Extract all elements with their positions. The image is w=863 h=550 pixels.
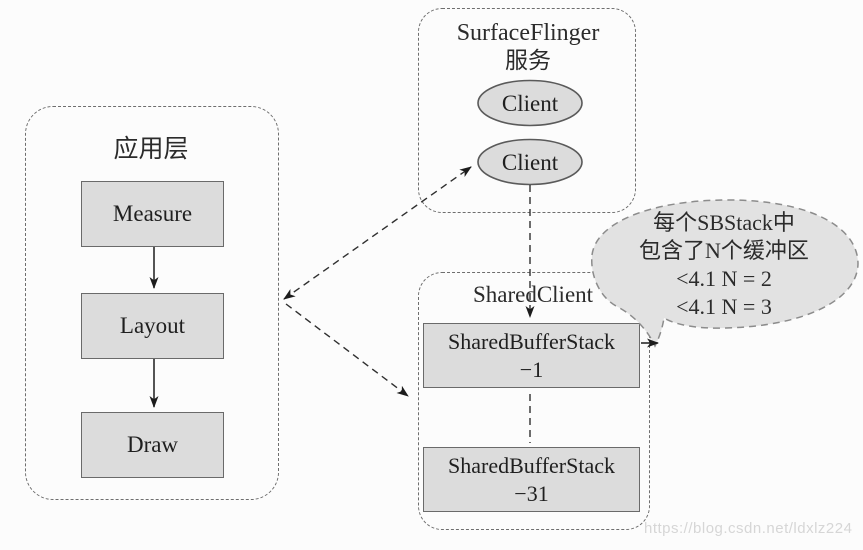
surfaceflinger-title: SurfaceFlinger 服务	[428, 19, 628, 75]
sbs2-line2: −31	[514, 481, 549, 506]
watermark-url: https://blog.csdn.net/ldxlz224	[644, 520, 853, 537]
sbs1-line1: SharedBufferStack	[448, 329, 615, 354]
client-label-2: Client	[501, 149, 559, 175]
surfaceflinger-title-line2: 服务	[505, 48, 551, 73]
surfaceflinger-group	[418, 8, 636, 213]
client-label-1: Client	[501, 90, 559, 116]
node-measure: Measure	[81, 181, 224, 247]
app-layer-group	[25, 106, 279, 500]
node-sharedbufferstack-1: SharedBufferStack −1	[423, 323, 640, 388]
callout-line1: 每个SBStack中	[653, 210, 795, 235]
app-layer-title: 应用层	[113, 136, 189, 163]
node-draw: Draw	[81, 412, 224, 478]
arrow-applayer-sharedclient	[285, 303, 409, 397]
callout-line4: <4.1 N = 3	[676, 294, 772, 319]
sbs2-line1: SharedBufferStack	[448, 453, 615, 478]
sbs1-line2: −1	[519, 357, 544, 382]
sharedclient-group	[418, 272, 650, 530]
callout-text: 每个SBStack中 包含了N个缓冲区 <4.1 N = 2 <4.1 N = …	[598, 209, 850, 321]
node-layout: Layout	[81, 293, 224, 359]
callout-line3: <4.1 N = 2	[676, 266, 772, 291]
surfaceflinger-title-line1: SurfaceFlinger	[456, 20, 600, 46]
callout-line2: 包含了N个缓冲区	[639, 238, 809, 263]
sharedclient-title: SharedClient	[472, 282, 594, 307]
node-sharedbufferstack-31: SharedBufferStack −31	[423, 447, 640, 512]
